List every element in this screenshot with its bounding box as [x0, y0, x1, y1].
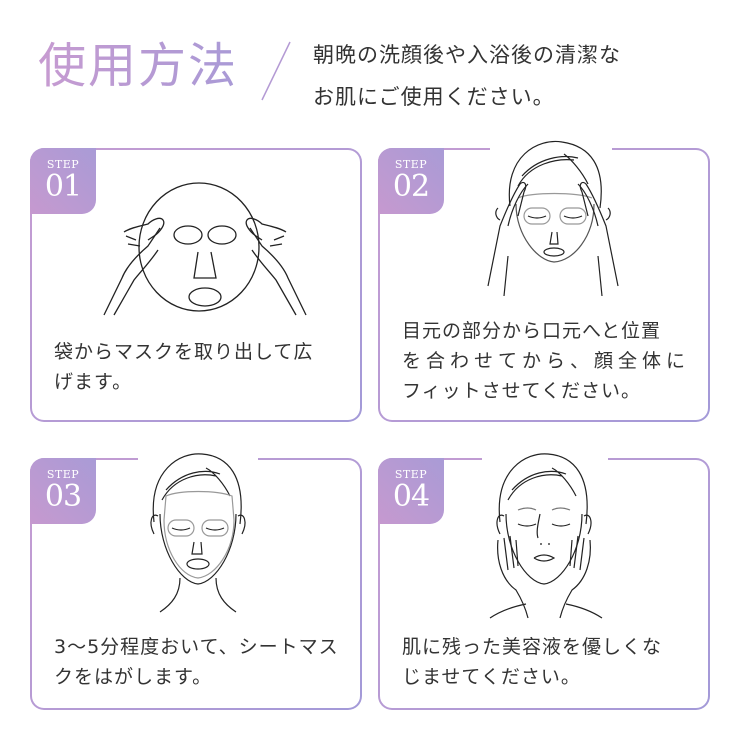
step-card-1: STEP 01 袋からマスクを取り出して広 げます。	[30, 148, 362, 422]
step-description-line: 袋からマスクを取り出して広	[54, 341, 314, 363]
step-description-line: げます。	[54, 371, 133, 393]
border-gap	[490, 146, 612, 154]
step-description-line: 目元の部分から口元へと位置	[402, 320, 662, 342]
step-description-line: じませてください。	[402, 666, 581, 688]
step-description-line: フィットさせてください。	[402, 380, 642, 402]
step-description: 目元の部分から口元へと位置 を合わせてから、顔全体に フィットさせてください。	[402, 316, 690, 406]
step-description: 3〜5分程度おいて、シートマス クをはがします。	[54, 632, 339, 692]
step-badge: STEP 01	[30, 148, 96, 214]
step-description-line: を合わせてから、顔全体に	[402, 350, 691, 372]
step-label: STEP	[394, 158, 428, 171]
step-label: STEP	[46, 468, 80, 481]
step-badge: STEP 03	[30, 458, 96, 524]
face-wearing-mask-icon	[150, 453, 246, 613]
intro-line-1: 朝晩の洗顔後や入浴後の清潔な	[313, 43, 621, 67]
step-description-line: 3〜5分程度おいて、シートマス	[54, 636, 339, 658]
step-card-2: STEP 02 目元の部分から口元へと位置 を合わせてから、顔全体に フィットさ…	[378, 140, 710, 422]
step-label: STEP	[46, 158, 80, 171]
intro-text: 朝晩の洗顔後や入浴後の清潔な お肌にご使用ください。	[313, 34, 733, 118]
step-badge: STEP 04	[378, 458, 444, 524]
mask-held-by-hands-icon	[103, 182, 307, 316]
page-title: 使用方法	[38, 38, 239, 94]
step-number: 04	[392, 479, 430, 514]
intro-line-2: お肌にご使用ください。	[313, 85, 555, 109]
step-description: 袋からマスクを取り出して広 げます。	[54, 337, 313, 397]
step-card-3: STEP 03 3〜5分程度おいて、シートマス クをはがします。	[30, 453, 362, 710]
step-card-4: STEP 04 肌に残った美容液を優しくな じませてください。	[378, 453, 710, 710]
step-number: 02	[392, 169, 430, 204]
step-label: STEP	[394, 468, 428, 481]
step-description: 肌に残った美容液を優しくな じませてください。	[402, 632, 662, 692]
face-applying-mask-icon	[487, 140, 619, 297]
border-gap	[482, 456, 608, 464]
face-hands-on-cheeks-icon	[489, 453, 603, 619]
step-number: 03	[44, 479, 82, 514]
divider-slash	[261, 41, 291, 101]
step-description-line: 肌に残った美容液を優しくな	[402, 636, 663, 658]
border-gap	[138, 456, 258, 464]
step-number: 01	[44, 169, 82, 204]
step-badge: STEP 02	[378, 148, 444, 214]
step-description-line: クをはがします。	[54, 666, 213, 688]
